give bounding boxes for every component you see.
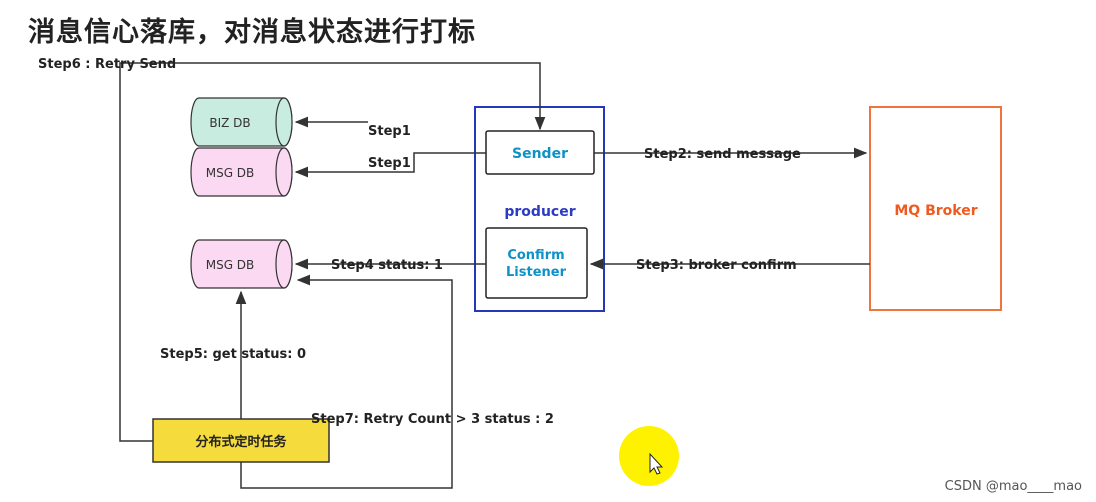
- step1-msg-label: Step1: [368, 156, 411, 171]
- mouse-cursor-icon: [649, 452, 664, 475]
- step1-biz-label: Step1: [368, 124, 411, 139]
- step5-label: Step5: get status: 0: [160, 347, 306, 362]
- mq-broker-label: MQ Broker: [894, 203, 977, 219]
- msg-db-top-cylinder: MSG DB: [190, 147, 293, 197]
- step7-arrow: [240, 274, 453, 489]
- step7-label: Step7: Retry Count > 3 status : 2: [311, 412, 554, 427]
- step6-label: Step6 : Retry Send: [38, 57, 176, 72]
- producer-label: producer: [504, 204, 575, 220]
- step4-label: Step4 status: 1: [331, 258, 443, 273]
- step1-msg-arrow: [294, 152, 486, 178]
- page-title: 消息信心落库，对消息状态进行打标: [28, 17, 476, 48]
- confirm-listener-box: [485, 227, 588, 299]
- csdn-watermark: CSDN @mao____mao: [944, 479, 1082, 494]
- sender-label: Sender: [512, 146, 568, 162]
- msg-db-top-label: MSG DB: [206, 166, 255, 180]
- confirm-listener-label-line2: Listener: [506, 265, 567, 280]
- step2-label: Step2: send message: [644, 147, 801, 162]
- msg-db-bottom-label: MSG DB: [206, 258, 255, 272]
- step3-label: Step3: broker confirm: [636, 258, 797, 273]
- mq-broker-box: [869, 106, 1002, 311]
- biz-db-label: BIZ DB: [209, 116, 250, 130]
- scheduler-label: 分布式定时任务: [195, 434, 287, 450]
- step6-arrow: [119, 62, 546, 442]
- msg-db-bottom-cylinder: MSG DB: [190, 239, 293, 289]
- confirm-listener-label-line1: Confirm: [507, 248, 564, 263]
- cursor-highlight: [619, 426, 679, 486]
- biz-db-cylinder: BIZ DB: [190, 97, 293, 147]
